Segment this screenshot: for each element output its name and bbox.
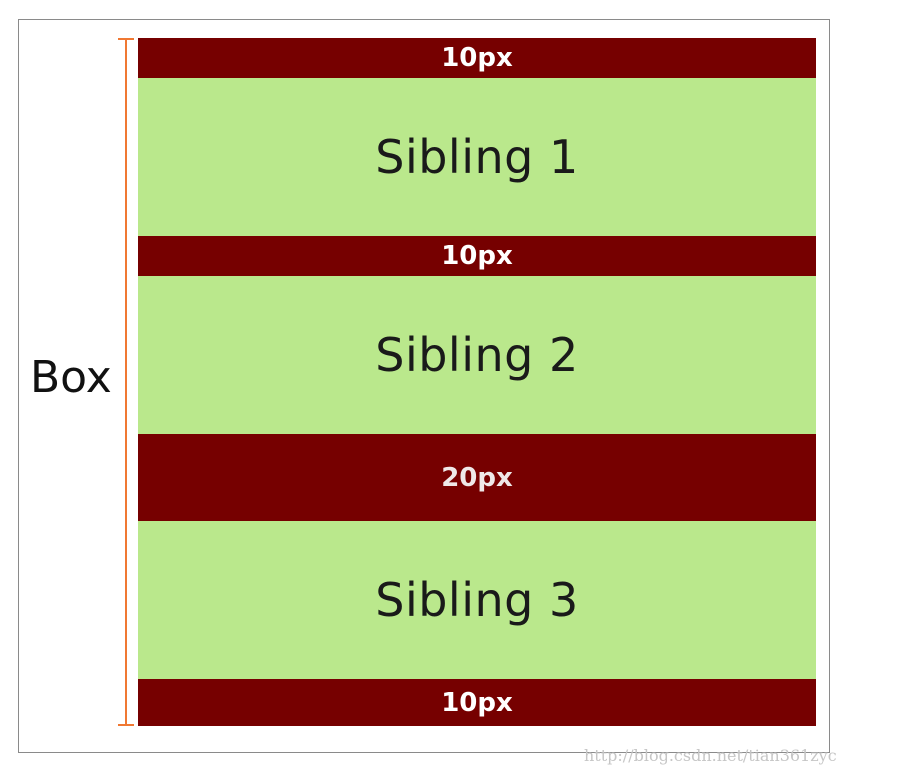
indicator-bottom-cap [118,724,134,726]
margin-band-between-2-3: 20px [138,434,816,521]
sibling-2-block: Sibling 2 [138,276,816,434]
margin-band-top: 10px [138,38,816,78]
margin-band-bottom: 10px [138,679,816,726]
watermark-text: http://blog.csdn.net/tian361zyc [584,746,837,765]
sibling-1-block: Sibling 1 [138,78,816,236]
margin-band-between-1-2: 10px [138,236,816,276]
box-label: Box [30,352,112,403]
sibling-3-block: Sibling 3 [138,521,816,679]
indicator-line [125,38,127,726]
box-height-indicator [118,38,134,726]
